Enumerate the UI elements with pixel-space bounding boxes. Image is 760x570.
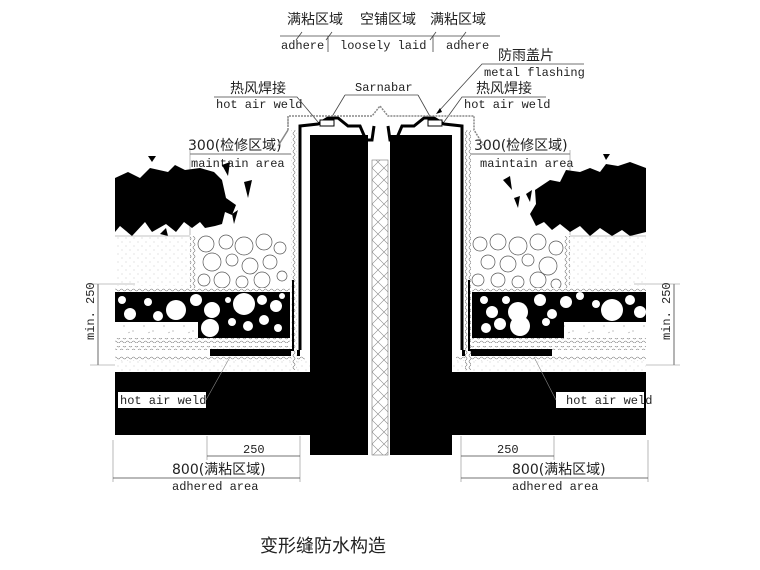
leader-line bbox=[214, 96, 319, 123]
lightweight-concrete-left bbox=[115, 292, 290, 338]
zone-left-cn: 满粘区域 bbox=[287, 12, 343, 28]
membrane-layers-left bbox=[115, 288, 310, 371]
maintain-left-en: maintain area bbox=[191, 157, 285, 171]
weld-right-en: hot air weld bbox=[464, 98, 550, 112]
maintain-left-cn: 300(检修区域) bbox=[188, 138, 282, 154]
min-height-dimension-left: min. 250 bbox=[84, 282, 135, 366]
sarnabar-clamp-right bbox=[427, 119, 443, 127]
paver-layer-left bbox=[115, 236, 191, 286]
zone-right-cn: 满粘区域 bbox=[430, 12, 486, 28]
sarnabar-label: Sarnabar bbox=[355, 81, 413, 95]
min-height-right-label: min. 250 bbox=[660, 282, 674, 340]
adhered-dimension-right: 250 800(满粘区域) adhered area bbox=[460, 436, 649, 494]
lightweight-concrete-right bbox=[472, 292, 646, 338]
gravel-ballast-left bbox=[115, 156, 252, 236]
bottom-weld-right-label: hot air weld bbox=[566, 394, 652, 408]
zone-left-en: adhere bbox=[281, 39, 324, 53]
maintain-area-left: 300(检修区域) maintain area bbox=[188, 138, 293, 235]
dim-left-large-en: adhered area bbox=[172, 480, 258, 494]
concrete-slab-left bbox=[115, 135, 368, 455]
sarnabar-callout: Sarnabar bbox=[329, 81, 433, 121]
metal-flashing-en: metal flashing bbox=[484, 66, 585, 80]
weld-left-en: hot air weld bbox=[216, 98, 302, 112]
zone-center-cn: 空铺区域 bbox=[360, 12, 416, 28]
dim-right-small: 250 bbox=[497, 443, 519, 457]
weld-left-cn: 热风焊接 bbox=[230, 80, 286, 97]
leader-line bbox=[437, 63, 584, 113]
dim-left-small: 250 bbox=[243, 443, 265, 457]
membrane-edge bbox=[564, 236, 570, 288]
metal-flashing bbox=[287, 104, 485, 147]
gravel-ballast-right bbox=[503, 154, 646, 236]
tick bbox=[295, 31, 303, 41]
zone-right-en: adhere bbox=[446, 39, 489, 53]
min-height-dimension-right: min. 250 bbox=[634, 282, 680, 366]
bottom-weld-left-label: hot air weld bbox=[120, 394, 206, 408]
tick bbox=[459, 31, 467, 41]
metal-flashing-callout: 防雨盖片 metal flashing bbox=[436, 48, 585, 114]
paver-layer-right bbox=[570, 236, 646, 286]
leader-line bbox=[443, 96, 546, 123]
membrane-edge bbox=[190, 236, 196, 288]
leader-line bbox=[205, 356, 231, 401]
membrane-layers-right bbox=[452, 288, 646, 371]
joint-filler bbox=[371, 159, 389, 456]
zone-center-en: loosely laid bbox=[340, 39, 426, 53]
arrow-icon bbox=[436, 108, 442, 114]
maintain-area-right: 300(检修区域) maintain area bbox=[467, 138, 574, 235]
weld-right-cn: 热风焊接 bbox=[476, 80, 532, 97]
pebble-layer-right bbox=[471, 233, 564, 290]
adhered-dimension-left: 250 800(满粘区域) adhered area bbox=[112, 436, 301, 494]
drawing-title: 变形缝防水构造 bbox=[260, 536, 386, 557]
maintain-right-cn: 300(检修区域) bbox=[474, 138, 568, 154]
pebble-layer-left bbox=[196, 233, 288, 289]
dim-right-large-en: adhered area bbox=[512, 480, 598, 494]
label-bg bbox=[118, 392, 206, 408]
sarnabar-clamp-left bbox=[319, 119, 335, 127]
dim-right-large-cn: 800(满粘区域) bbox=[512, 462, 606, 478]
upstand-membrane-right bbox=[386, 116, 552, 370]
dim-left-large-cn: 800(满粘区域) bbox=[172, 462, 266, 478]
concrete-slab-right bbox=[390, 135, 646, 455]
metal-flashing-drip bbox=[277, 129, 289, 147]
min-height-left-label: min. 250 bbox=[84, 282, 98, 340]
metal-flashing-cn: 防雨盖片 bbox=[498, 48, 554, 64]
hot-air-weld-right-callout: 热风焊接 hot air weld bbox=[443, 80, 550, 123]
maintain-right-en: maintain area bbox=[480, 157, 574, 171]
tick bbox=[325, 31, 333, 41]
hot-air-weld-left-callout: 热风焊接 hot air weld bbox=[214, 80, 319, 123]
leader-line bbox=[533, 356, 557, 401]
label-bg bbox=[556, 392, 644, 408]
top-zone-labels: 满粘区域 空铺区域 满粘区域 adhere loosely laid adher… bbox=[280, 12, 500, 53]
